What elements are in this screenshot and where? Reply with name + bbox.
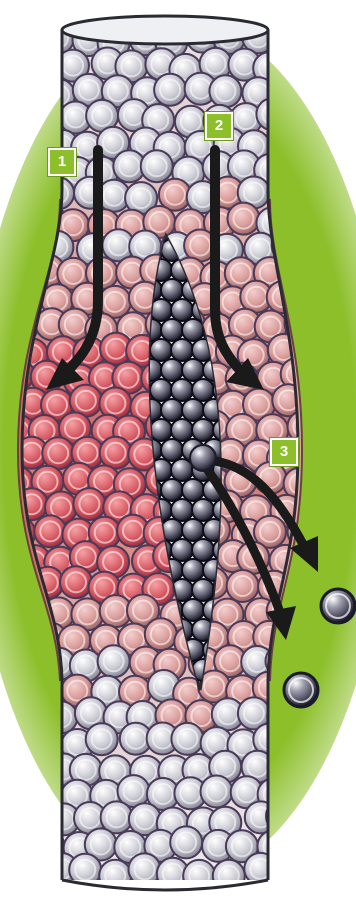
medication-particle — [161, 439, 183, 461]
medication-particle — [161, 279, 183, 301]
blood-cell — [86, 723, 118, 755]
blood-cell — [154, 74, 186, 106]
medication-particle — [171, 539, 193, 561]
medication-particle — [182, 479, 204, 501]
medication-particle — [161, 359, 183, 381]
blood-cell — [1, 46, 33, 78]
medication-particle — [150, 379, 172, 401]
blood-cell-highlight — [38, 834, 58, 854]
medication-particle — [192, 379, 214, 401]
blood-cell-highlight — [20, 85, 40, 105]
particle-origin-icon — [190, 445, 216, 471]
step-badge-1: 1 — [48, 148, 76, 176]
blood-cell-highlight — [288, 834, 308, 854]
blood-cell-highlight — [23, 31, 43, 51]
blood-cell — [4, 102, 36, 134]
blood-cell — [60, 566, 92, 598]
medication-particle — [171, 339, 193, 361]
medication-particle — [182, 519, 204, 541]
blood-cell — [17, 25, 49, 57]
blood-cell — [228, 203, 260, 235]
blood-cell — [283, 49, 315, 81]
blood-cell-highlight — [12, 832, 32, 852]
blood-cell — [170, 826, 202, 858]
blood-cell — [201, 776, 233, 808]
blood-cell — [98, 645, 130, 677]
medication-particle — [171, 499, 193, 521]
blood-cell — [171, 723, 203, 755]
medication-particle — [182, 359, 204, 381]
blood-cell-highlight — [42, 60, 62, 80]
vessel-bottom-edge — [62, 880, 268, 890]
medication-particle — [161, 399, 183, 421]
blood-cell-highlight — [277, 863, 297, 883]
blood-cell — [16, 854, 48, 886]
medication-particle — [182, 399, 204, 421]
blood-cell — [42, 437, 74, 469]
blood-cell-highlight — [289, 55, 309, 75]
medication-particle — [161, 319, 183, 341]
vessel-top-opening — [62, 16, 268, 44]
blood-cell-highlight — [26, 809, 46, 829]
medication-particle — [161, 479, 183, 501]
medication-particle — [182, 319, 204, 341]
medication-particle — [150, 419, 172, 441]
medication-particle — [171, 419, 193, 441]
blood-cell-highlight — [10, 108, 30, 128]
blood-cell — [271, 857, 303, 889]
blood-cell-highlight — [7, 52, 27, 72]
blood-cell — [270, 24, 302, 56]
blood-cell-highlight — [8, 781, 28, 801]
medication-particle — [192, 499, 214, 521]
blood-cell — [100, 437, 132, 469]
medication-particle — [192, 579, 214, 601]
blood-cell — [129, 853, 161, 885]
blood-cell — [2, 775, 34, 807]
step-badge-2: 2 — [205, 112, 233, 140]
blood-cell — [282, 828, 314, 860]
blood-cell — [20, 803, 52, 835]
blood-cell — [14, 79, 46, 111]
step-badge-3: 3 — [270, 438, 298, 466]
blood-cell — [6, 826, 38, 858]
blood-cell — [227, 570, 259, 602]
medication-particle — [182, 559, 204, 581]
blood-cell-highlight — [22, 860, 42, 880]
blood-cell — [145, 618, 177, 650]
blood-cell — [141, 150, 173, 182]
medication-particle — [150, 339, 172, 361]
medication-particle — [171, 299, 193, 321]
blood-cell — [34, 515, 66, 547]
blood-cell — [73, 488, 105, 520]
blood-cell-highlight — [276, 30, 296, 50]
blood-cell — [32, 828, 64, 860]
medication-particle — [192, 419, 214, 441]
medication-particle — [171, 379, 193, 401]
medication-particle — [192, 539, 214, 561]
blood-cell — [209, 75, 241, 107]
medication-particle — [182, 599, 204, 621]
